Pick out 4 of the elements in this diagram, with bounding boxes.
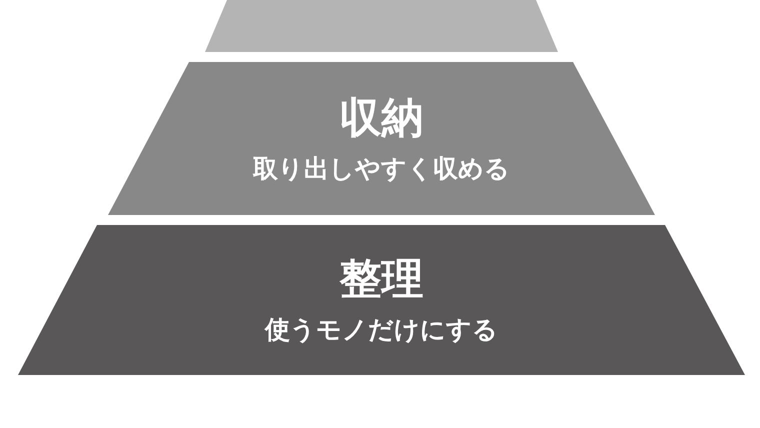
- tier-heading: 整理: [340, 253, 424, 305]
- tier-description: 取り出しやすく収める: [253, 152, 510, 184]
- tier-description: 使うモノだけにする: [265, 314, 498, 346]
- tier-heading: 収納: [340, 92, 424, 144]
